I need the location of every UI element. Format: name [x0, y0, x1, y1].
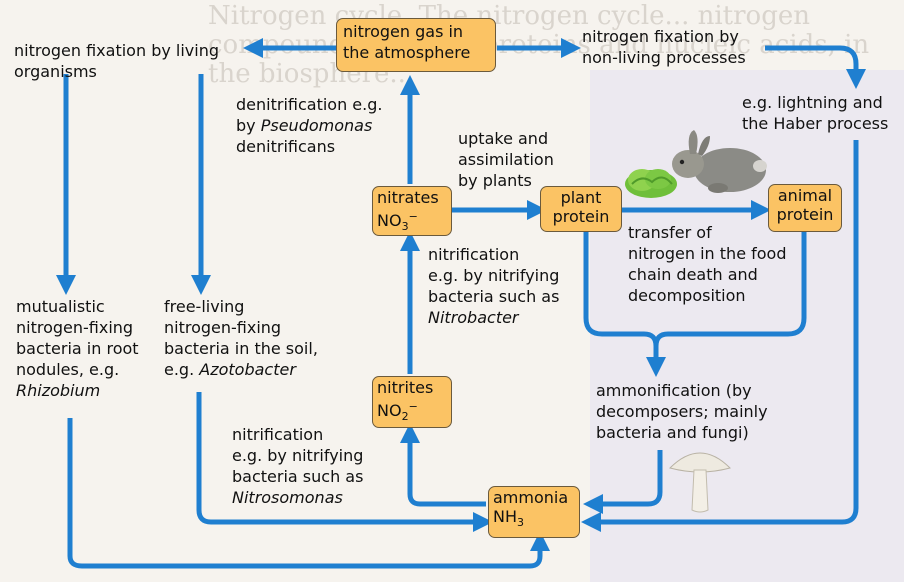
- nitrification-upper-line4: Nitrobacter: [428, 307, 559, 328]
- uptake-line2: assimilation: [458, 150, 554, 169]
- nitrification-lower-line2: e.g. by nitrifying: [232, 446, 364, 465]
- label-lightning: e.g. lightning and the Haber process: [742, 92, 888, 134]
- atmosphere-line1: nitrogen gas in: [343, 22, 464, 41]
- freeliving-line4: e.g. Azotobacter: [164, 359, 318, 380]
- nitrates-formula-base: NO: [377, 211, 402, 230]
- freeliving-line4-prefix: e.g.: [164, 360, 200, 379]
- fixation-living-line1: nitrogen fixation by living: [14, 41, 219, 60]
- label-mutualistic: mutualistic nitrogen-fixing bacteria in …: [16, 296, 139, 401]
- arrow-animal-to-merge: [653, 232, 807, 347]
- ammonia-box: ammonia NH3: [488, 486, 580, 538]
- denitrification-line3: denitrificans: [236, 137, 336, 156]
- animal-protein-line2: protein: [776, 205, 834, 224]
- mutualistic-line3: bacteria in root: [16, 339, 139, 358]
- nitrosomonas-name: Nitrosomonas: [232, 488, 343, 507]
- plant-protein-box: plant protein: [540, 186, 622, 232]
- arrow-ammonification-to-ammonia: [583, 450, 663, 514]
- mutualistic-line5: Rhizobium: [16, 380, 139, 401]
- nitrites-formula: NO2−: [377, 397, 447, 426]
- nitrates-label: nitrates: [377, 188, 439, 207]
- nitrobacter-name: Nitrobacter: [428, 308, 519, 327]
- lightning-line2: the Haber process: [742, 114, 889, 133]
- nitrates-box: nitrates NO3−: [372, 186, 452, 236]
- denitrification-line2-prefix: by: [236, 116, 261, 135]
- arrow-mutualistic-to-ammonia: [67, 418, 550, 569]
- nitrites-formula-base: NO: [377, 401, 402, 420]
- label-nitrification-lower: nitrification e.g. by nitrifying bacteri…: [232, 424, 363, 508]
- label-denitrification: denitrification e.g. by Pseudomonas deni…: [236, 94, 382, 157]
- nitrification-upper-line1: nitrification: [428, 245, 520, 264]
- label-uptake: uptake and assimilation by plants: [458, 128, 554, 191]
- ammonia-formula-sub: 3: [517, 516, 524, 529]
- nitrites-formula-sup: −: [408, 400, 418, 413]
- mutualistic-line2: nitrogen-fixing: [16, 318, 134, 337]
- ammonification-line3: bacteria and fungi): [596, 423, 749, 442]
- freeliving-line2: nitrogen-fixing: [164, 318, 282, 337]
- ammonia-formula: NH3: [493, 507, 575, 532]
- transfer-line4: decomposition: [628, 286, 746, 305]
- nitrates-formula: NO3−: [377, 207, 447, 236]
- plant-protein-line2: protein: [552, 207, 610, 226]
- mutualistic-line1: mutualistic: [16, 297, 105, 316]
- arrow-freeliving-to-ammonia: [196, 392, 493, 532]
- label-freeliving: free-living nitrogen-fixing bacteria in …: [164, 296, 318, 380]
- nitrification-lower-line3: bacteria such as: [232, 467, 364, 486]
- nitrates-formula-sub: 3: [401, 220, 409, 233]
- atmosphere-line2: the atmosphere: [343, 43, 471, 62]
- nitrification-upper-line2: e.g. by nitrifying: [428, 266, 560, 285]
- fixation-nonliving-line2: non-living processes: [582, 48, 746, 67]
- arrow-ammonia-to-nitrites: [400, 423, 486, 507]
- lightning-line1: e.g. lightning and: [742, 93, 883, 112]
- ammonia-label: ammonia: [493, 488, 569, 507]
- label-fixation-nonliving: nitrogen fixation by non-living processe…: [582, 26, 746, 68]
- rabbit-icon: [672, 130, 767, 193]
- freeliving-line3: bacteria in the soil,: [164, 339, 318, 358]
- nitrites-label: nitrites: [377, 378, 434, 397]
- mutualistic-line4: nodules, e.g.: [16, 360, 120, 379]
- nitrites-formula-sub: 2: [401, 410, 409, 423]
- ammonification-line2: decomposers; mainly: [596, 402, 768, 421]
- nitrification-lower-line1: nitrification: [232, 425, 324, 444]
- freeliving-line1: free-living: [164, 297, 245, 316]
- fixation-nonliving-line1: nitrogen fixation by: [582, 27, 739, 46]
- nitrates-formula-sup: −: [408, 210, 418, 223]
- label-nitrification-upper: nitrification e.g. by nitrifying bacteri…: [428, 244, 559, 328]
- label-ammonification: ammonification (by decomposers; mainly b…: [596, 380, 768, 443]
- fixation-living-line2: organisms: [14, 62, 97, 81]
- label-fixation-living: nitrogen fixation by living organisms: [14, 40, 219, 82]
- atmosphere-box: nitrogen gas in the atmosphere: [336, 18, 496, 72]
- nitrification-upper-line3: bacteria such as: [428, 287, 560, 306]
- nitrites-box: nitrites NO2−: [372, 376, 452, 428]
- animal-protein-box: animal protein: [768, 184, 842, 232]
- plant-protein-line1: plant: [560, 188, 602, 207]
- animal-protein-line1: animal: [777, 186, 833, 205]
- denitrification-line2: by Pseudomonas: [236, 115, 382, 136]
- transfer-line3: chain death and: [628, 265, 758, 284]
- azotobacter-name: Azotobacter: [199, 360, 296, 379]
- lettuce-icon: [625, 169, 677, 198]
- uptake-line3: by plants: [458, 171, 532, 190]
- ammonia-formula-base: NH: [493, 507, 517, 526]
- mushroom-icon: [669, 452, 731, 513]
- ammonification-line1: ammonification (by: [596, 381, 752, 400]
- arrow-lightning-to-ammonia: [581, 140, 859, 532]
- transfer-line2: nitrogen in the food: [628, 244, 787, 263]
- rhizobium-name: Rhizobium: [16, 381, 101, 400]
- label-transfer: transfer of nitrogen in the food chain d…: [628, 222, 786, 306]
- uptake-line1: uptake and: [458, 129, 549, 148]
- denitrification-line1: denitrification e.g.: [236, 95, 383, 114]
- transfer-line1: transfer of: [628, 223, 712, 242]
- nitrification-lower-line4: Nitrosomonas: [232, 487, 363, 508]
- arrow-nonliving-to-lightning: [765, 45, 866, 89]
- denitrification-genus: Pseudomonas: [260, 116, 373, 135]
